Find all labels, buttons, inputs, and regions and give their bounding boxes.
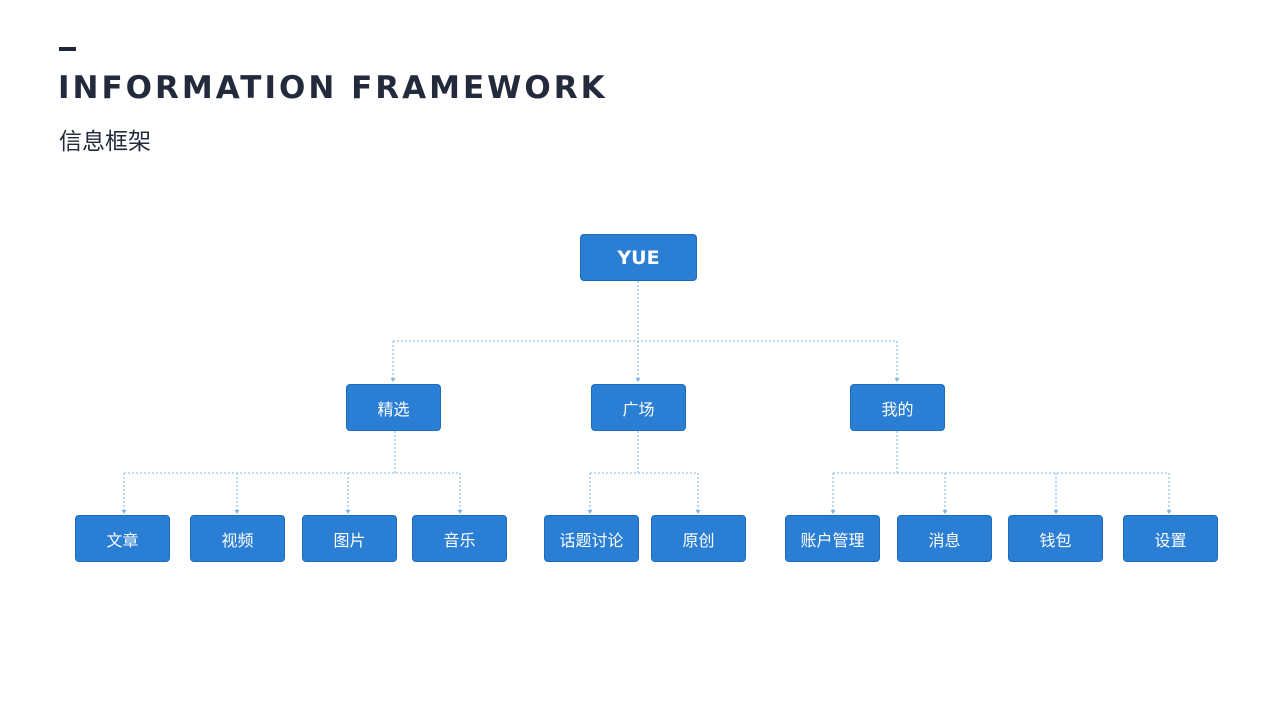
node-leaf-settings: 设置	[1123, 515, 1218, 562]
connector-arrow	[345, 510, 351, 514]
connector-arrow	[1166, 510, 1172, 514]
node-leaf-article: 文章	[75, 515, 170, 562]
node-leaf-wallet: 钱包	[1008, 515, 1103, 562]
node-branch-selected: 精选	[346, 384, 441, 431]
node-leaf-topic-discussion: 话题讨论	[544, 515, 639, 562]
node-leaf-picture: 图片	[302, 515, 397, 562]
connector-arrow	[695, 510, 701, 514]
connector-arrow	[1053, 510, 1059, 514]
node-leaf-account-management: 账户管理	[785, 515, 880, 562]
node-branch-mine: 我的	[850, 384, 945, 431]
node-branch-square: 广场	[591, 384, 686, 431]
connector-arrow	[830, 510, 836, 514]
connector-arrow	[390, 378, 396, 382]
connector-arrow	[587, 510, 593, 514]
page-title: INFORMATION FRAMEWORK	[58, 70, 608, 106]
title-accent-dash	[59, 47, 76, 51]
node-leaf-video: 视频	[190, 515, 285, 562]
node-leaf-messages: 消息	[897, 515, 992, 562]
connector-arrow	[942, 510, 948, 514]
connector-arrow	[635, 378, 641, 382]
node-leaf-original: 原创	[651, 515, 746, 562]
connector-arrow	[121, 510, 127, 514]
node-root: YUE	[580, 234, 697, 281]
connector-arrow	[234, 510, 240, 514]
connector-arrow	[457, 510, 463, 514]
node-leaf-music: 音乐	[412, 515, 507, 562]
page-subtitle: 信息框架	[59, 129, 151, 155]
connector-arrow	[894, 378, 900, 382]
